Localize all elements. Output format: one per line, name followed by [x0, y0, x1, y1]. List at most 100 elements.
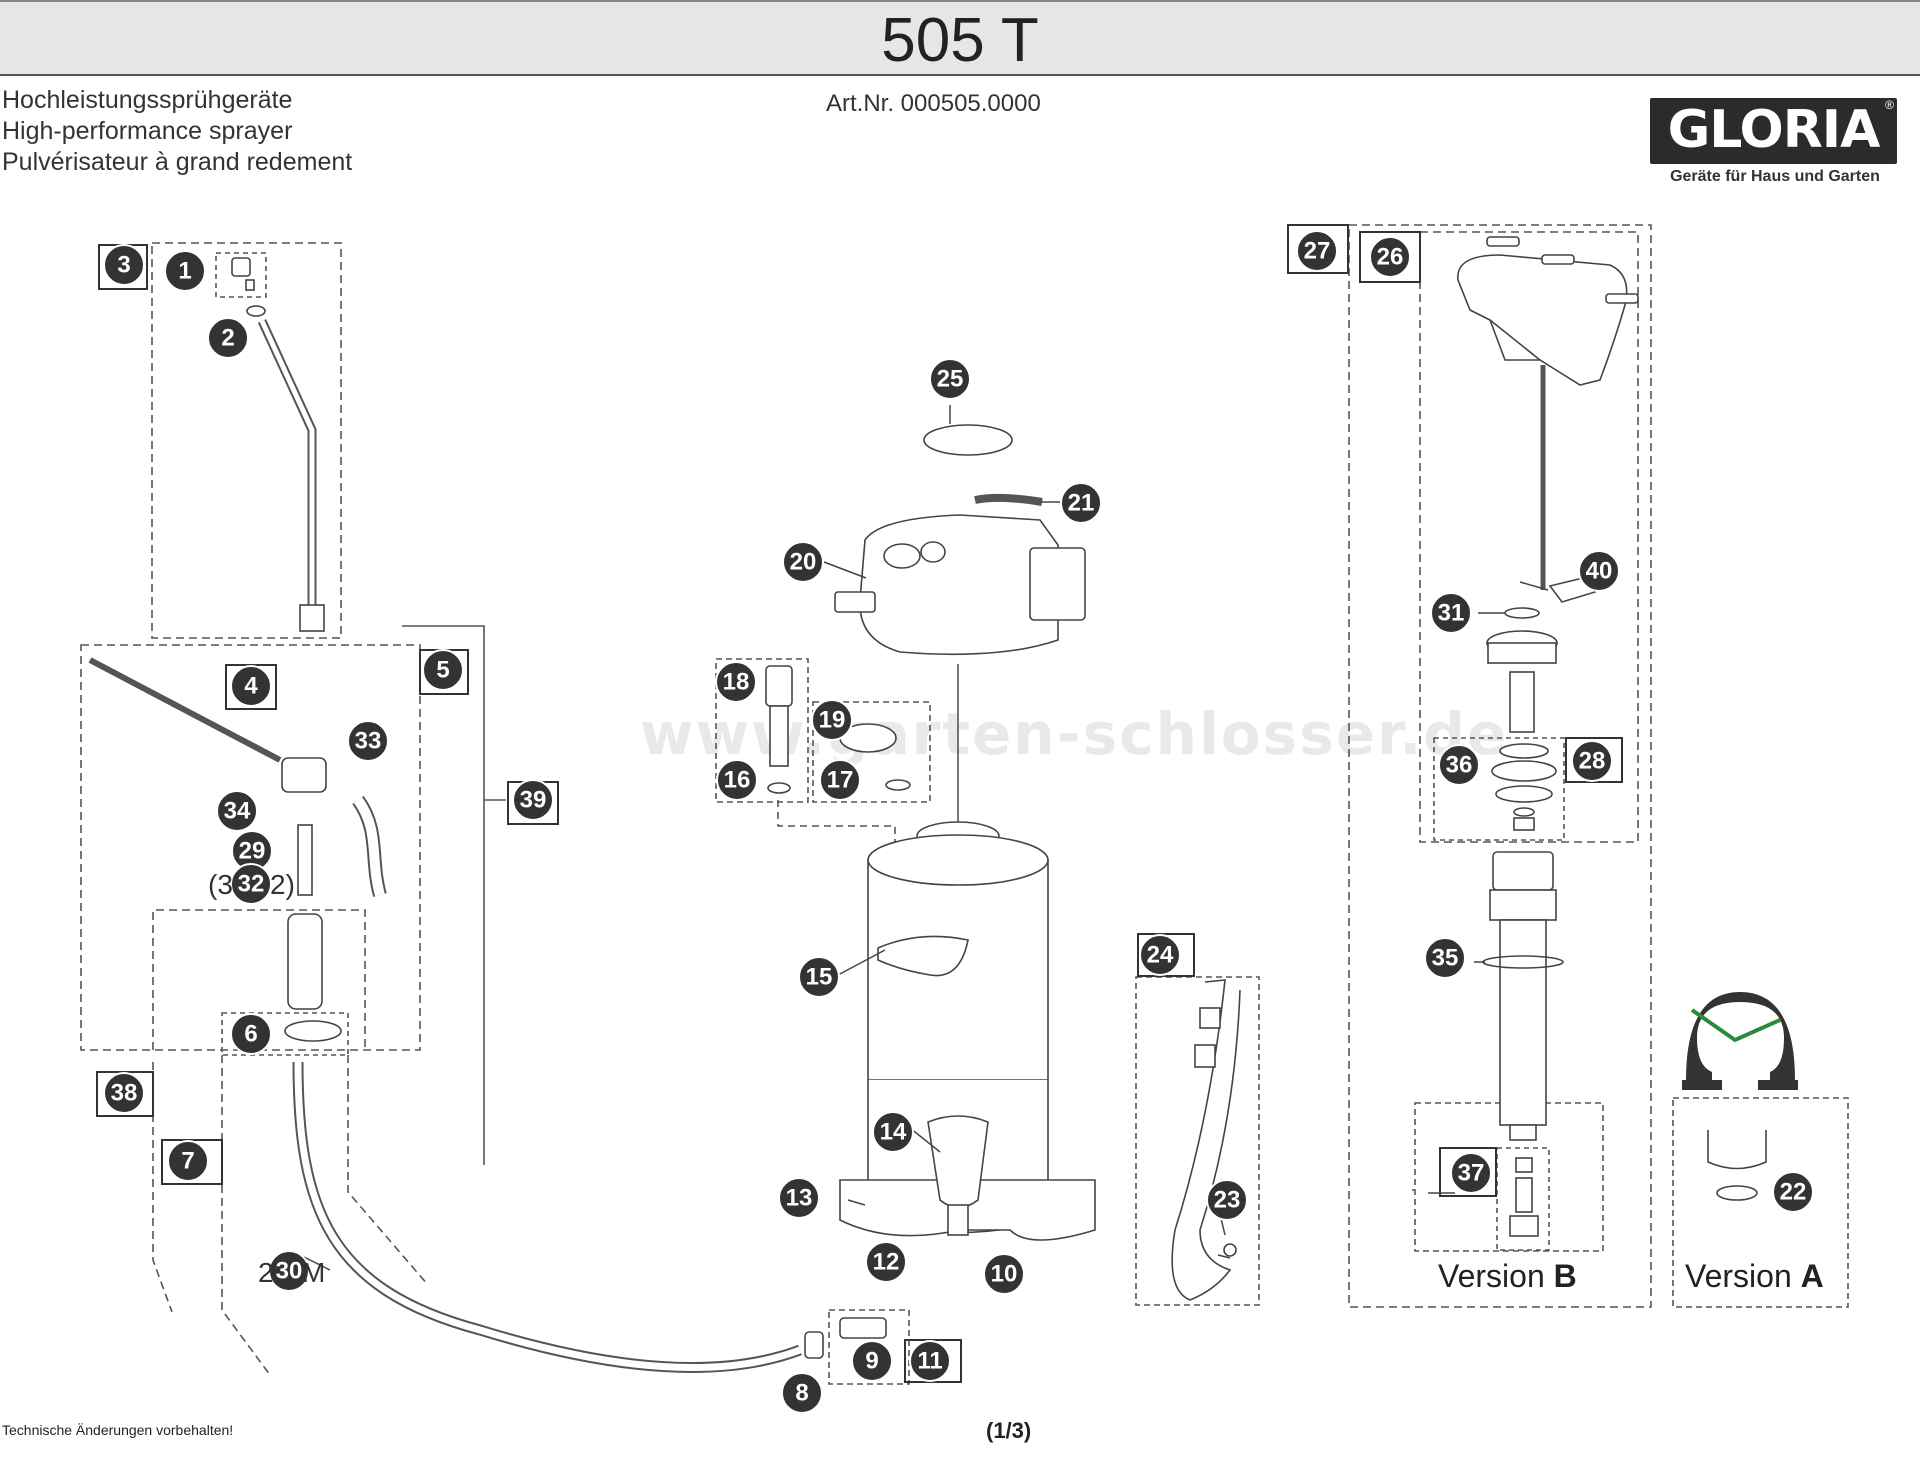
part-14-label: 14	[880, 1119, 907, 1146]
part-18-bubble: 18	[715, 661, 757, 703]
part-14-bubble: 14	[872, 1111, 914, 1153]
article-number: Art.Nr. 000505.0000	[826, 90, 1041, 117]
part-38-label: 38	[111, 1080, 138, 1107]
gloria-logo: GLORIA ®	[1650, 98, 1897, 164]
part-7-bubble: 7	[167, 1140, 209, 1182]
part-7-label: 7	[181, 1148, 194, 1175]
part-23-label: 23	[1214, 1187, 1241, 1214]
part-32-bubble: 32	[230, 863, 272, 905]
part-30-bubble: 30	[268, 1250, 310, 1292]
fragment-32-open: (3	[208, 869, 233, 900]
part-4-label: 4	[244, 673, 258, 700]
part-13-label: 13	[786, 1185, 813, 1212]
part-9-bubble: 9	[851, 1340, 893, 1382]
part-3-label: 3	[117, 252, 130, 279]
part-35-bubble: 35	[1424, 937, 1466, 979]
part-16-bubble: 16	[716, 759, 758, 801]
product-name-en: High-performance sprayer	[2, 117, 293, 145]
part-32-label: 32	[238, 871, 265, 898]
part-20-label: 20	[790, 549, 817, 576]
version-a-letter: A	[1800, 1258, 1824, 1294]
part-16-label: 16	[724, 767, 751, 794]
registered-mark: ®	[1885, 98, 1894, 112]
part-2-label: 2	[221, 325, 234, 352]
part-1-label: 1	[178, 258, 191, 285]
part-5-bubble: 5	[422, 649, 464, 691]
part-6-bubble: 6	[230, 1013, 272, 1055]
part-9-label: 9	[865, 1348, 878, 1375]
extra-fragments: (3 2) 2 M	[208, 869, 325, 1288]
version-b-caption: Version B	[1438, 1258, 1577, 1295]
part-18-label: 18	[723, 669, 750, 696]
part-24-bubble: 24	[1139, 934, 1181, 976]
part-17-label: 17	[827, 767, 854, 794]
part-30-label: 30	[276, 1258, 303, 1285]
part-11-bubble: 11	[909, 1340, 951, 1382]
fragment-32-close: 2)	[270, 869, 295, 900]
part-36-bubble: 36	[1438, 744, 1480, 786]
part-5-label: 5	[436, 657, 449, 684]
part-25-bubble: 25	[929, 358, 971, 400]
part-29-label: 29	[239, 838, 266, 865]
title-bar: 505 T	[0, 0, 1920, 76]
part-6-label: 6	[244, 1021, 257, 1048]
part-19-bubble: 19	[811, 699, 853, 741]
part-20-bubble: 20	[782, 541, 824, 583]
part-24-label: 24	[1147, 942, 1174, 969]
version-b-letter: B	[1553, 1258, 1577, 1294]
part-22-label: 22	[1780, 1179, 1807, 1206]
logo-text: GLORIA	[1667, 100, 1881, 160]
part-27-label: 27	[1304, 238, 1331, 265]
part-19-label: 19	[819, 707, 846, 734]
part-39-bubble: 39	[512, 779, 554, 821]
part-39-label: 39	[520, 787, 547, 814]
part-26-label: 26	[1377, 244, 1404, 271]
part-26-bubble: 26	[1369, 236, 1411, 278]
page-indicator: (1/3)	[986, 1418, 1032, 1443]
part-23-bubble: 23	[1206, 1179, 1248, 1221]
part-2-bubble: 2	[207, 317, 249, 359]
part-11-label: 11	[917, 1348, 942, 1375]
part-37-label: 37	[1458, 1160, 1485, 1187]
part-17-bubble: 17	[819, 759, 861, 801]
part-21-bubble: 21	[1060, 482, 1102, 524]
part-21-label: 21	[1068, 490, 1095, 517]
part-33-bubble: 33	[347, 720, 389, 762]
part-12-bubble: 12	[865, 1241, 907, 1283]
part-bubbles: 1 2 3 4 5 6 7 8 9 10 11 12 13 14 15 16 1…	[103, 230, 1814, 1414]
part-33-label: 33	[355, 728, 382, 755]
part-25-label: 25	[937, 366, 964, 393]
part-4-bubble: 4	[230, 665, 272, 707]
footer-note: Technische Änderungen vorbehalten!	[2, 1422, 234, 1438]
part-27-bubble: 27	[1296, 230, 1338, 272]
fragment-30-pre: 2	[258, 1257, 274, 1288]
part-12-label: 12	[873, 1249, 900, 1276]
brand-slogan: Geräte für Haus und Garten	[1670, 168, 1880, 185]
part-15-bubble: 15	[798, 956, 840, 998]
part-35-label: 35	[1432, 945, 1459, 972]
fragment-30-post: M	[302, 1257, 325, 1288]
part-40-label: 40	[1586, 558, 1613, 585]
part-28-bubble: 28	[1571, 740, 1613, 782]
part-10-bubble: 10	[983, 1253, 1025, 1295]
version-a-prefix: Version	[1685, 1258, 1792, 1294]
part-28-label: 28	[1579, 748, 1606, 775]
version-b-prefix: Version	[1438, 1258, 1545, 1294]
part-8-label: 8	[795, 1380, 808, 1407]
part-10-label: 10	[991, 1261, 1018, 1288]
leader-lines	[299, 405, 1549, 1271]
page-title: 505 T	[881, 6, 1039, 75]
part-34-bubble: 34	[216, 790, 258, 832]
part-34-label: 34	[224, 798, 251, 825]
part-36-label: 36	[1446, 752, 1473, 779]
product-name-fr: Pulvérisateur à grand redement	[2, 148, 353, 176]
part-31-label: 31	[1438, 600, 1465, 627]
part-13-bubble: 13	[778, 1177, 820, 1219]
version-a-caption: Version A	[1685, 1258, 1824, 1295]
part-31-bubble: 31	[1430, 592, 1472, 634]
part-40-bubble: 40	[1578, 550, 1620, 592]
part-38-bubble: 38	[103, 1072, 145, 1114]
part-15-label: 15	[806, 964, 833, 991]
part-22-bubble: 22	[1772, 1171, 1814, 1213]
